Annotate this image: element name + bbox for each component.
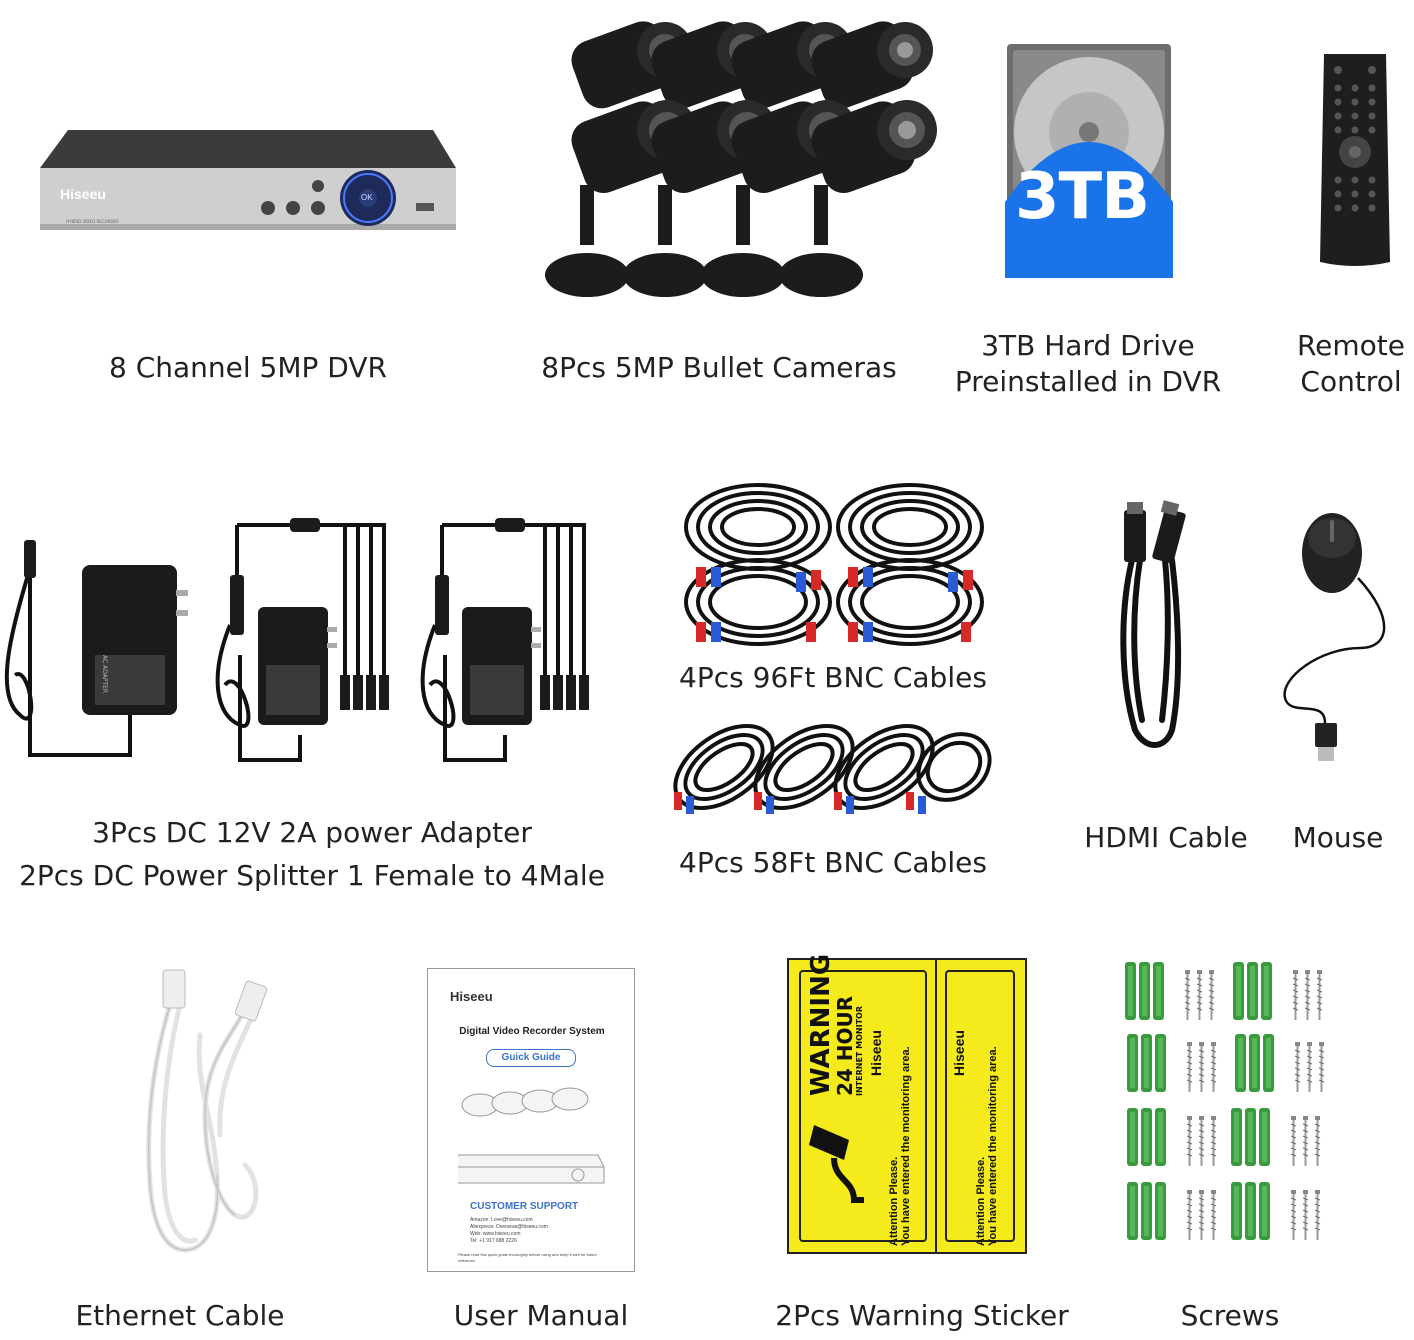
power-caption-line1: 3Pcs DC 12V 2A power Adapter bbox=[92, 816, 532, 849]
sticker-notice-right: You have entered the monitoring area. bbox=[987, 1046, 999, 1246]
ethernet-cable-image bbox=[125, 965, 285, 1265]
remote-caption-line1: Remote bbox=[1296, 329, 1406, 362]
hdmi-caption: HDMI Cable bbox=[1084, 821, 1248, 854]
manual-product-illustration bbox=[458, 1087, 605, 1184]
user-manual: Hiseeu Digital Video Recorder System Gui… bbox=[427, 968, 635, 1272]
bullet-cameras-image bbox=[540, 5, 940, 305]
remote-caption-line2: Control bbox=[1300, 365, 1402, 398]
manual-guide-badge: Guick Guide bbox=[486, 1049, 576, 1067]
mouse-caption: Mouse bbox=[1292, 821, 1384, 854]
svg-text:HYBRID VIDEO RECORDER: HYBRID VIDEO RECORDER bbox=[66, 219, 119, 224]
bnc-96ft-caption: 4Pcs 96Ft BNC Cables bbox=[679, 661, 987, 694]
manual-brand: Hiseeu bbox=[450, 989, 493, 1004]
manual-support-line4: Tel: +1 917 688 2226 bbox=[470, 1238, 517, 1244]
screws-caption: Screws bbox=[1180, 1299, 1280, 1332]
manual-support-line1: Amazon: Love@hiseeu.com bbox=[470, 1217, 533, 1223]
hard-drive-capacity-badge: 3TB bbox=[1015, 160, 1150, 234]
power-adapters-image: AC ADAPTER bbox=[0, 515, 600, 775]
sticker-brand-left: Hiseeu bbox=[868, 1030, 884, 1076]
bnc-96ft-cables-image bbox=[676, 482, 992, 652]
bnc-58ft-cables-image bbox=[664, 712, 994, 832]
adapter-label: AC ADAPTER bbox=[101, 655, 108, 694]
sticker-attention-left: Attention Please. bbox=[888, 1156, 900, 1246]
warning-sticker-left: WARNING 24 HOUR INTERNET MONITOR Hiseeu … bbox=[787, 953, 937, 1254]
ethernet-caption: Ethernet Cable bbox=[75, 1299, 285, 1332]
remote-control-image bbox=[1318, 52, 1392, 270]
manual-support-line3: Web: www.hiseeu.com bbox=[470, 1231, 521, 1237]
hard-drive-caption-line1: 3TB Hard Drive bbox=[981, 329, 1195, 362]
sticker-monitor-text: INTERNET MONITOR bbox=[855, 1005, 864, 1096]
manual-title: Digital Video Recorder System bbox=[459, 1026, 605, 1037]
mouse-image bbox=[1270, 508, 1390, 763]
dvr-brand-logo: Hiseeu bbox=[60, 186, 106, 202]
cameras-caption: 8Pcs 5MP Bullet Cameras bbox=[541, 351, 897, 384]
hdmi-cable-image bbox=[1110, 500, 1205, 760]
dvr-image: HYBRID VIDEO RECORDER Hiseeu OK bbox=[38, 128, 458, 238]
warning-stickers: WARNING 24 HOUR INTERNET MONITOR Hiseeu … bbox=[787, 953, 1027, 1254]
screws-image bbox=[1125, 960, 1335, 1250]
manual-support-line2: Aliexpress: Overseas@hiseeu.com bbox=[470, 1224, 548, 1230]
sticker-attention-right: Attention Please. bbox=[975, 1156, 987, 1246]
sticker-brand-right: Hiseeu bbox=[951, 1030, 967, 1076]
power-caption-line2: 2Pcs DC Power Splitter 1 Female to 4Male bbox=[19, 859, 605, 892]
bnc-58ft-caption: 4Pcs 58Ft BNC Cables bbox=[679, 846, 987, 879]
sticker-notice-left: You have entered the monitoring area. bbox=[900, 1046, 912, 1246]
dvr-ok-button-label: OK bbox=[361, 193, 373, 202]
warning-sticker-right: Hiseeu Attention Please. You have entere… bbox=[937, 958, 1027, 1254]
dvr-caption: 8 Channel 5MP DVR bbox=[108, 351, 387, 384]
hard-drive-image: 3TB bbox=[1005, 42, 1173, 278]
sticker-warning-text: WARNING bbox=[806, 953, 836, 1096]
hard-drive-caption-line2: Preinstalled in DVR bbox=[954, 365, 1222, 398]
manual-footnote: Please read this quick guide thoroughly … bbox=[458, 1252, 597, 1263]
manual-caption: User Manual bbox=[453, 1299, 629, 1332]
camera-sign-icon bbox=[809, 1125, 864, 1203]
manual-support-heading: CUSTOMER SUPPORT bbox=[470, 1201, 579, 1212]
sticker-24hour-text: 24 HOUR bbox=[833, 995, 857, 1096]
sticker-caption: 2Pcs Warning Sticker bbox=[775, 1299, 1069, 1332]
